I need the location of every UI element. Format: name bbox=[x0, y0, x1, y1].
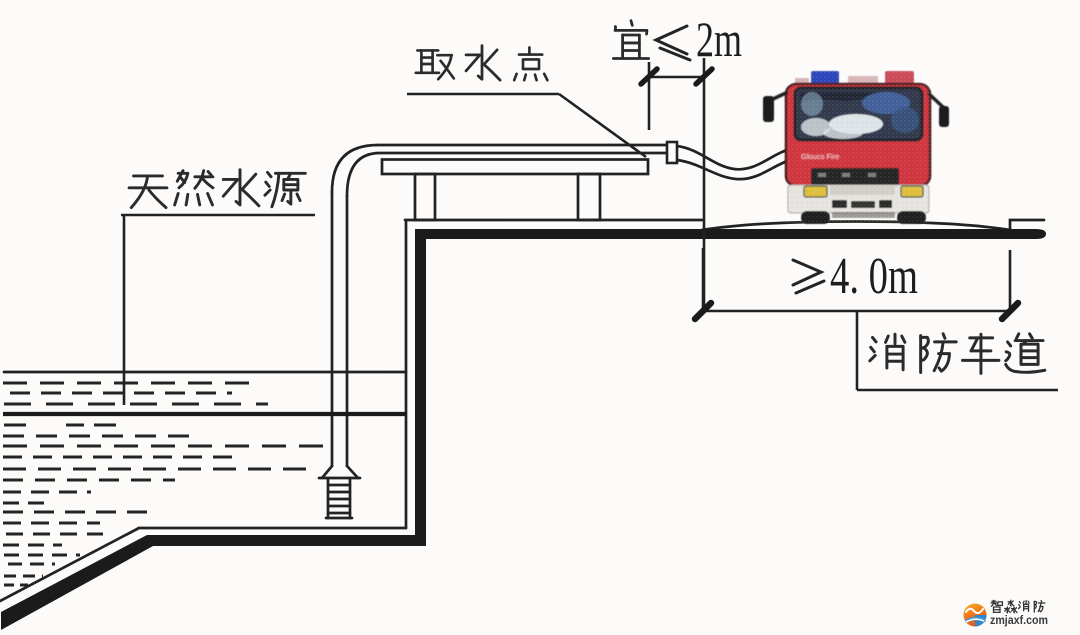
svg-text:zmjaxf.com: zmjaxf.com bbox=[990, 613, 1048, 627]
svg-text:4. 0m: 4. 0m bbox=[830, 248, 918, 305]
svg-text:2m: 2m bbox=[696, 11, 742, 67]
